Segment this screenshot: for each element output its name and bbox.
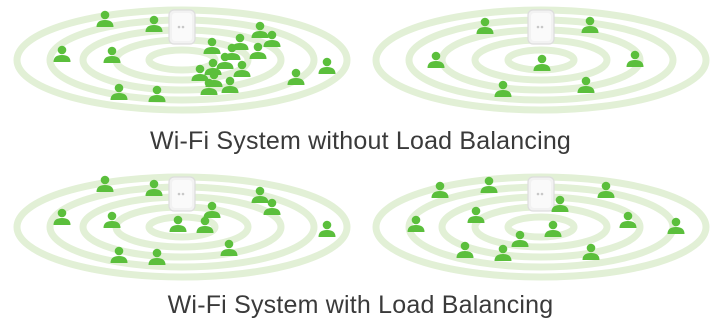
user-icon <box>494 80 512 97</box>
user-icon <box>220 239 238 256</box>
user-icon <box>494 244 512 261</box>
user-icon <box>145 179 163 196</box>
user-icon <box>263 30 281 47</box>
user-icon <box>287 68 305 85</box>
user-icon <box>577 76 595 93</box>
user-icon <box>619 211 637 228</box>
user-icon <box>221 76 239 93</box>
caption-without-load-balancing: Wi-Fi System without Load Balancing <box>149 127 572 155</box>
user-icon <box>233 60 251 77</box>
user-icon <box>626 50 644 67</box>
wifi-router-icon <box>168 9 196 45</box>
user-icon <box>456 241 474 258</box>
user-icon <box>53 208 71 225</box>
wifi-router-icon <box>168 176 196 212</box>
user-icon <box>223 43 241 60</box>
scene-unbalanced-right <box>372 6 710 114</box>
user-icon <box>169 215 187 232</box>
user-icon <box>551 195 569 212</box>
user-icon <box>544 220 562 237</box>
user-icon <box>318 57 336 74</box>
coverage-ring <box>471 203 611 251</box>
user-icon <box>251 21 269 38</box>
wifi-router-icon <box>527 176 555 212</box>
user-icon <box>196 216 214 233</box>
user-icon <box>467 206 485 223</box>
caption-with-load-balancing: Wi-Fi System with Load Balancing <box>167 291 554 319</box>
scene-unbalanced-left <box>13 6 351 114</box>
user-icon <box>427 51 445 68</box>
user-icon <box>431 181 449 198</box>
user-icon <box>533 54 551 71</box>
user-icon <box>145 15 163 32</box>
user-icon <box>148 85 166 102</box>
user-icon <box>407 215 425 232</box>
user-icon <box>231 33 249 50</box>
coverage-ring <box>504 213 578 241</box>
user-icon <box>251 186 269 203</box>
user-icon <box>110 246 128 263</box>
user-icon <box>53 45 71 62</box>
user-icon <box>103 211 121 228</box>
user-icon <box>203 201 221 218</box>
user-icon <box>249 42 267 59</box>
scene-balanced-left <box>13 173 351 281</box>
user-icon <box>96 175 114 192</box>
user-icon <box>582 243 600 260</box>
scene-balanced-right <box>372 173 710 281</box>
user-icon <box>103 46 121 63</box>
user-icon <box>263 198 281 215</box>
wifi-router-icon <box>527 9 555 45</box>
user-icon <box>191 64 209 81</box>
user-icon <box>205 70 223 87</box>
user-icon <box>110 83 128 100</box>
user-icon <box>148 248 166 265</box>
user-icon <box>480 176 498 193</box>
user-icon <box>318 220 336 237</box>
coverage-ring <box>145 213 219 241</box>
user-icon <box>476 17 494 34</box>
user-icon <box>96 10 114 27</box>
user-icon <box>203 37 221 54</box>
user-icon <box>511 230 529 247</box>
user-icon <box>597 181 615 198</box>
user-icon <box>581 16 599 33</box>
user-icon <box>667 217 685 234</box>
